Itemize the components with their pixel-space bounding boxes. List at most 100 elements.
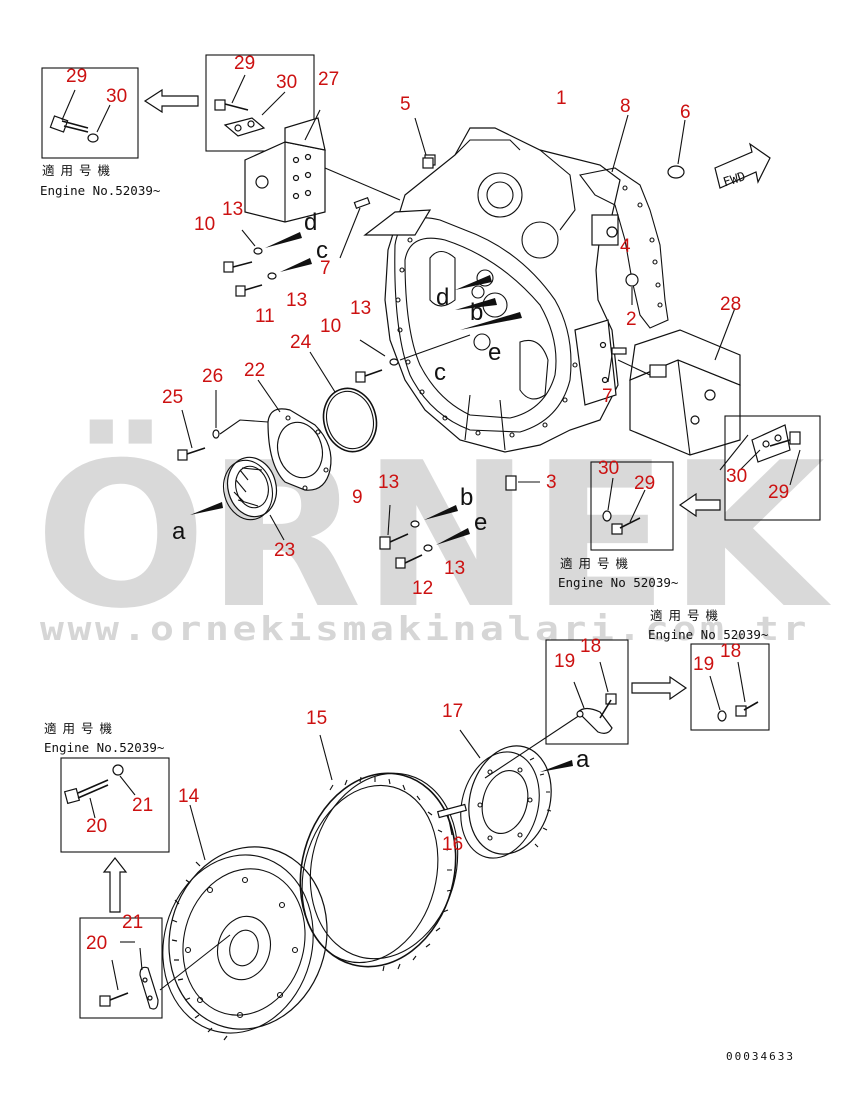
- label-6: 6: [680, 102, 691, 123]
- bolt-10-lower: [355, 334, 471, 383]
- serial-note-engine-lower: Engine No.52039~: [44, 740, 164, 755]
- bolt-29: [49, 115, 89, 133]
- label-20b: 20: [86, 933, 107, 954]
- label-26: 26: [202, 366, 223, 387]
- label-20: 20: [86, 816, 107, 837]
- adapter-ring-17: [459, 714, 581, 859]
- label-7b: 7: [602, 386, 613, 407]
- ring-gear-15: [299, 734, 459, 972]
- dowel-7: [339, 197, 627, 383]
- plug-2: [625, 273, 639, 305]
- label-30b: 30: [276, 72, 297, 93]
- label-30a: 30: [106, 86, 127, 107]
- label-9: 9: [352, 487, 363, 508]
- label-21b: 21: [122, 912, 143, 933]
- label-14: 14: [178, 786, 200, 807]
- bracket-28: [617, 307, 741, 456]
- label-28: 28: [720, 294, 741, 315]
- label-21: 21: [132, 795, 153, 816]
- ref-d-bolt: d: [304, 209, 317, 236]
- label-4: 4: [620, 236, 631, 257]
- label-3: 3: [546, 472, 557, 493]
- label-29b: 29: [234, 53, 255, 74]
- ref-c-bolt: c: [316, 237, 328, 264]
- flywheel-housing-1: [363, 127, 621, 453]
- flywheel-teeth: [171, 861, 228, 1041]
- label-5: 5: [400, 94, 411, 115]
- label-13a: 13: [222, 199, 243, 220]
- label-19b: 19: [693, 654, 714, 675]
- drain-plug-3: [505, 475, 540, 491]
- pin-16: [436, 803, 468, 836]
- label-27: 27: [318, 69, 339, 90]
- bracket-27: [244, 109, 401, 223]
- label-17: 17: [442, 701, 463, 722]
- watermark-url: www.ornekismakinalari.com.tr: [40, 609, 810, 648]
- label-11: 11: [255, 306, 275, 327]
- label-13c: 13: [350, 298, 371, 319]
- watermark: ÖRNEK www.ornekismakinalari.com.tr: [35, 419, 832, 653]
- label-18b: 18: [720, 641, 741, 662]
- gasket-8: [579, 114, 669, 329]
- ref-e-housing: e: [488, 339, 501, 366]
- detail-box-lower-mid: [545, 639, 629, 745]
- detail-box-right: [719, 415, 821, 521]
- bolt-9: [379, 504, 458, 550]
- detail-box-mid: 適用号機 Engine No 52039~: [558, 461, 678, 590]
- bolt-10-upper: [223, 229, 302, 273]
- label-22: 22: [244, 360, 265, 381]
- fwd-label: FWD: [721, 168, 747, 189]
- label-2: 2: [626, 309, 637, 330]
- washer-30: [87, 133, 99, 143]
- part-labels: 1 2 3 4 5 6 7 7 8 9 10 10 11 12 13 13 13…: [66, 53, 789, 954]
- label-29c: 29: [634, 473, 655, 494]
- serial-note-engine: Engine No.52039~: [40, 183, 160, 198]
- label-19: 19: [554, 651, 575, 672]
- label-15: 15: [306, 708, 327, 729]
- ref-a-ring: a: [576, 746, 590, 773]
- label-8: 8: [620, 96, 631, 117]
- serial-note-jp-lower: 適用号機: [44, 721, 118, 736]
- serial-note-jp-right: 適用号機: [650, 608, 724, 623]
- washer-26: [212, 390, 269, 439]
- detail-box-lower-right: 適用号機 Engine No 52039~: [648, 608, 770, 731]
- serial-note-engine-mid: Engine No 52039~: [558, 575, 678, 590]
- label-30d: 30: [726, 466, 747, 487]
- reference-letters: a a b b c c d d e e: [172, 209, 590, 773]
- label-10b: 10: [320, 316, 341, 337]
- ref-b-bolt: b: [460, 484, 473, 511]
- cap-6: [667, 119, 686, 179]
- fwd-arrow: FWD: [714, 142, 771, 190]
- label-1: 1: [556, 88, 567, 109]
- housing-bolt-holes: [395, 237, 578, 438]
- arrow-left-hollow: [143, 88, 199, 114]
- label-18: 18: [580, 636, 601, 657]
- label-13d: 13: [378, 472, 399, 493]
- flywheel-14: [159, 804, 328, 1041]
- label-24: 24: [290, 332, 312, 353]
- label-13b: 13: [286, 290, 307, 311]
- label-29d: 29: [768, 482, 789, 503]
- serial-note-jp: 適用号機: [42, 163, 116, 178]
- arrow-right-hollow: [631, 675, 688, 701]
- label-13e: 13: [444, 558, 465, 579]
- ref-b-housing: b: [470, 299, 483, 326]
- seal-arrows-housing: [455, 275, 522, 330]
- label-25: 25: [162, 387, 183, 408]
- arrow-left-hollow-right: [678, 492, 721, 518]
- ref-a-seal: a: [172, 518, 186, 545]
- label-16: 16: [442, 834, 463, 855]
- label-10: 10: [194, 214, 215, 235]
- detail-box-lower-left-2: [79, 917, 163, 1019]
- bolt-12: [395, 528, 470, 569]
- label-30c: 30: [598, 458, 619, 479]
- plug-5: [414, 117, 434, 169]
- label-23: 23: [274, 540, 295, 561]
- retainer-22: [257, 379, 332, 491]
- label-29a: 29: [66, 66, 87, 87]
- arrow-up-hollow: [102, 857, 128, 913]
- serial-note-engine-right: Engine No 52039~: [648, 627, 768, 642]
- oil-seal-23: [190, 456, 285, 541]
- label-12: 12: [412, 578, 433, 599]
